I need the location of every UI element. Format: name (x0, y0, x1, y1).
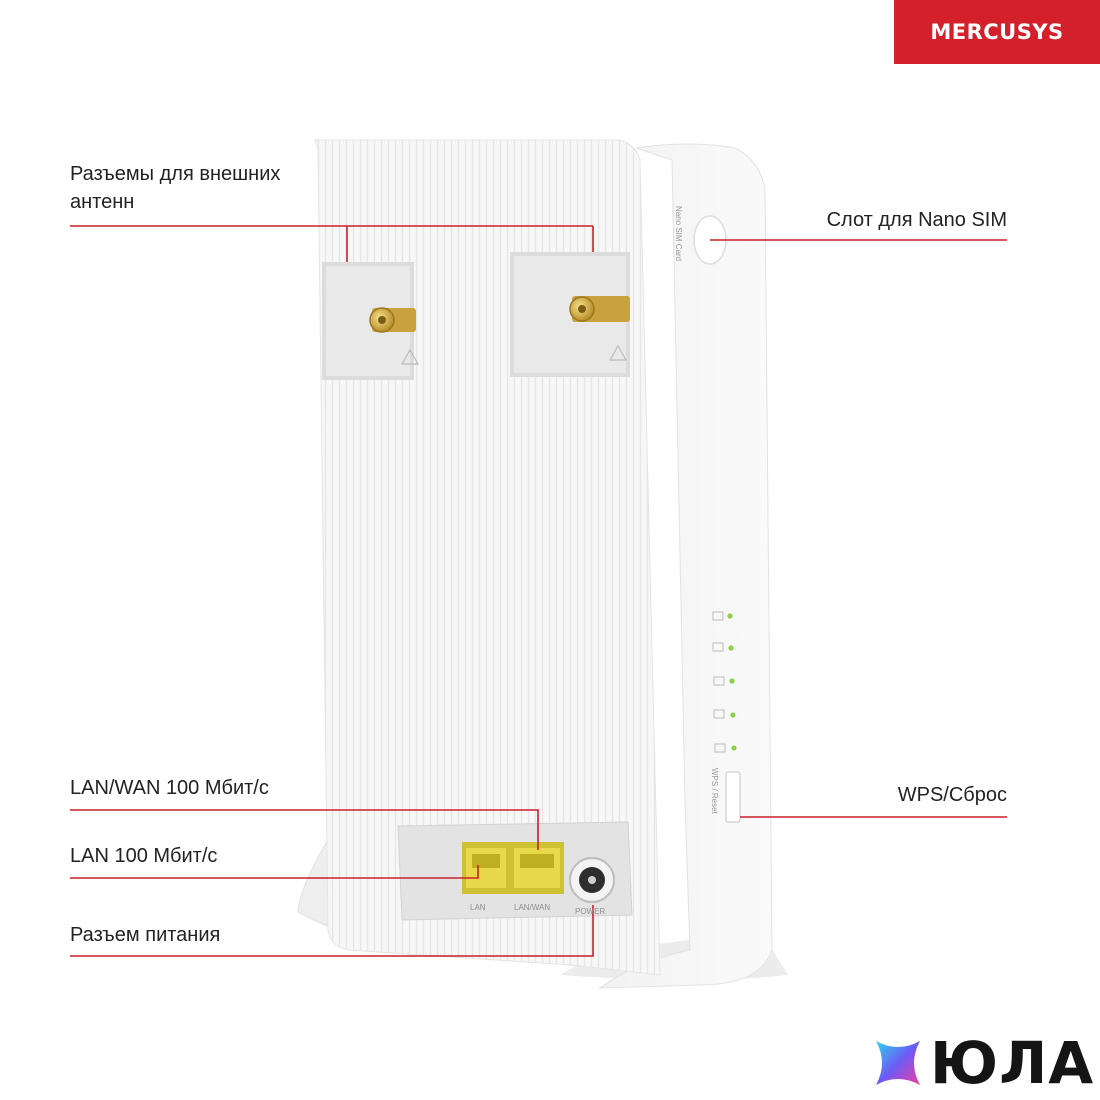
antenna-label-line2: антенн (70, 191, 135, 213)
power-jack (569, 857, 615, 903)
yula-watermark: ЮЛА (870, 1028, 1100, 1098)
brand-name: MERCUSYS (930, 20, 1064, 44)
yula-wordmark: ЮЛА (930, 1029, 1095, 1097)
sim-slot-label: Слот для Nano SIM (826, 209, 1007, 231)
yula-star-icon (876, 1041, 920, 1085)
port-power-print: POWER (575, 907, 605, 916)
antenna-connector-right (510, 252, 630, 377)
callout-lan-wan (70, 809, 539, 850)
sim-card-print: Nano SIM Card (674, 206, 683, 261)
antenna-connector-left (322, 262, 420, 380)
status-leds (712, 611, 737, 753)
power-connector-label: Разъем питания (70, 924, 221, 946)
antenna-connectors-label: Разъемы для внешних антенн (70, 160, 280, 216)
callout-power (70, 905, 594, 957)
antenna-label-line1: Разъемы для внешних (70, 163, 281, 185)
lan-port (462, 842, 510, 894)
wps-reset-print: WPS / Reset (710, 768, 719, 815)
port-lan-wan-print: LAN/WAN (514, 903, 550, 912)
lan-wan-label: LAN/WAN 100 Мбит/с (70, 777, 269, 799)
callout-lan (70, 865, 479, 879)
port-lan-print: LAN (470, 903, 486, 912)
lan-label: LAN 100 Мбит/с (70, 845, 218, 867)
wps-reset-label: WPS/Сброс (897, 784, 1007, 806)
lan-wan-port (510, 842, 564, 894)
brand-logo: MERCUSYS (894, 0, 1100, 64)
wps-reset-button (725, 771, 741, 823)
callout-lines (70, 225, 1007, 957)
